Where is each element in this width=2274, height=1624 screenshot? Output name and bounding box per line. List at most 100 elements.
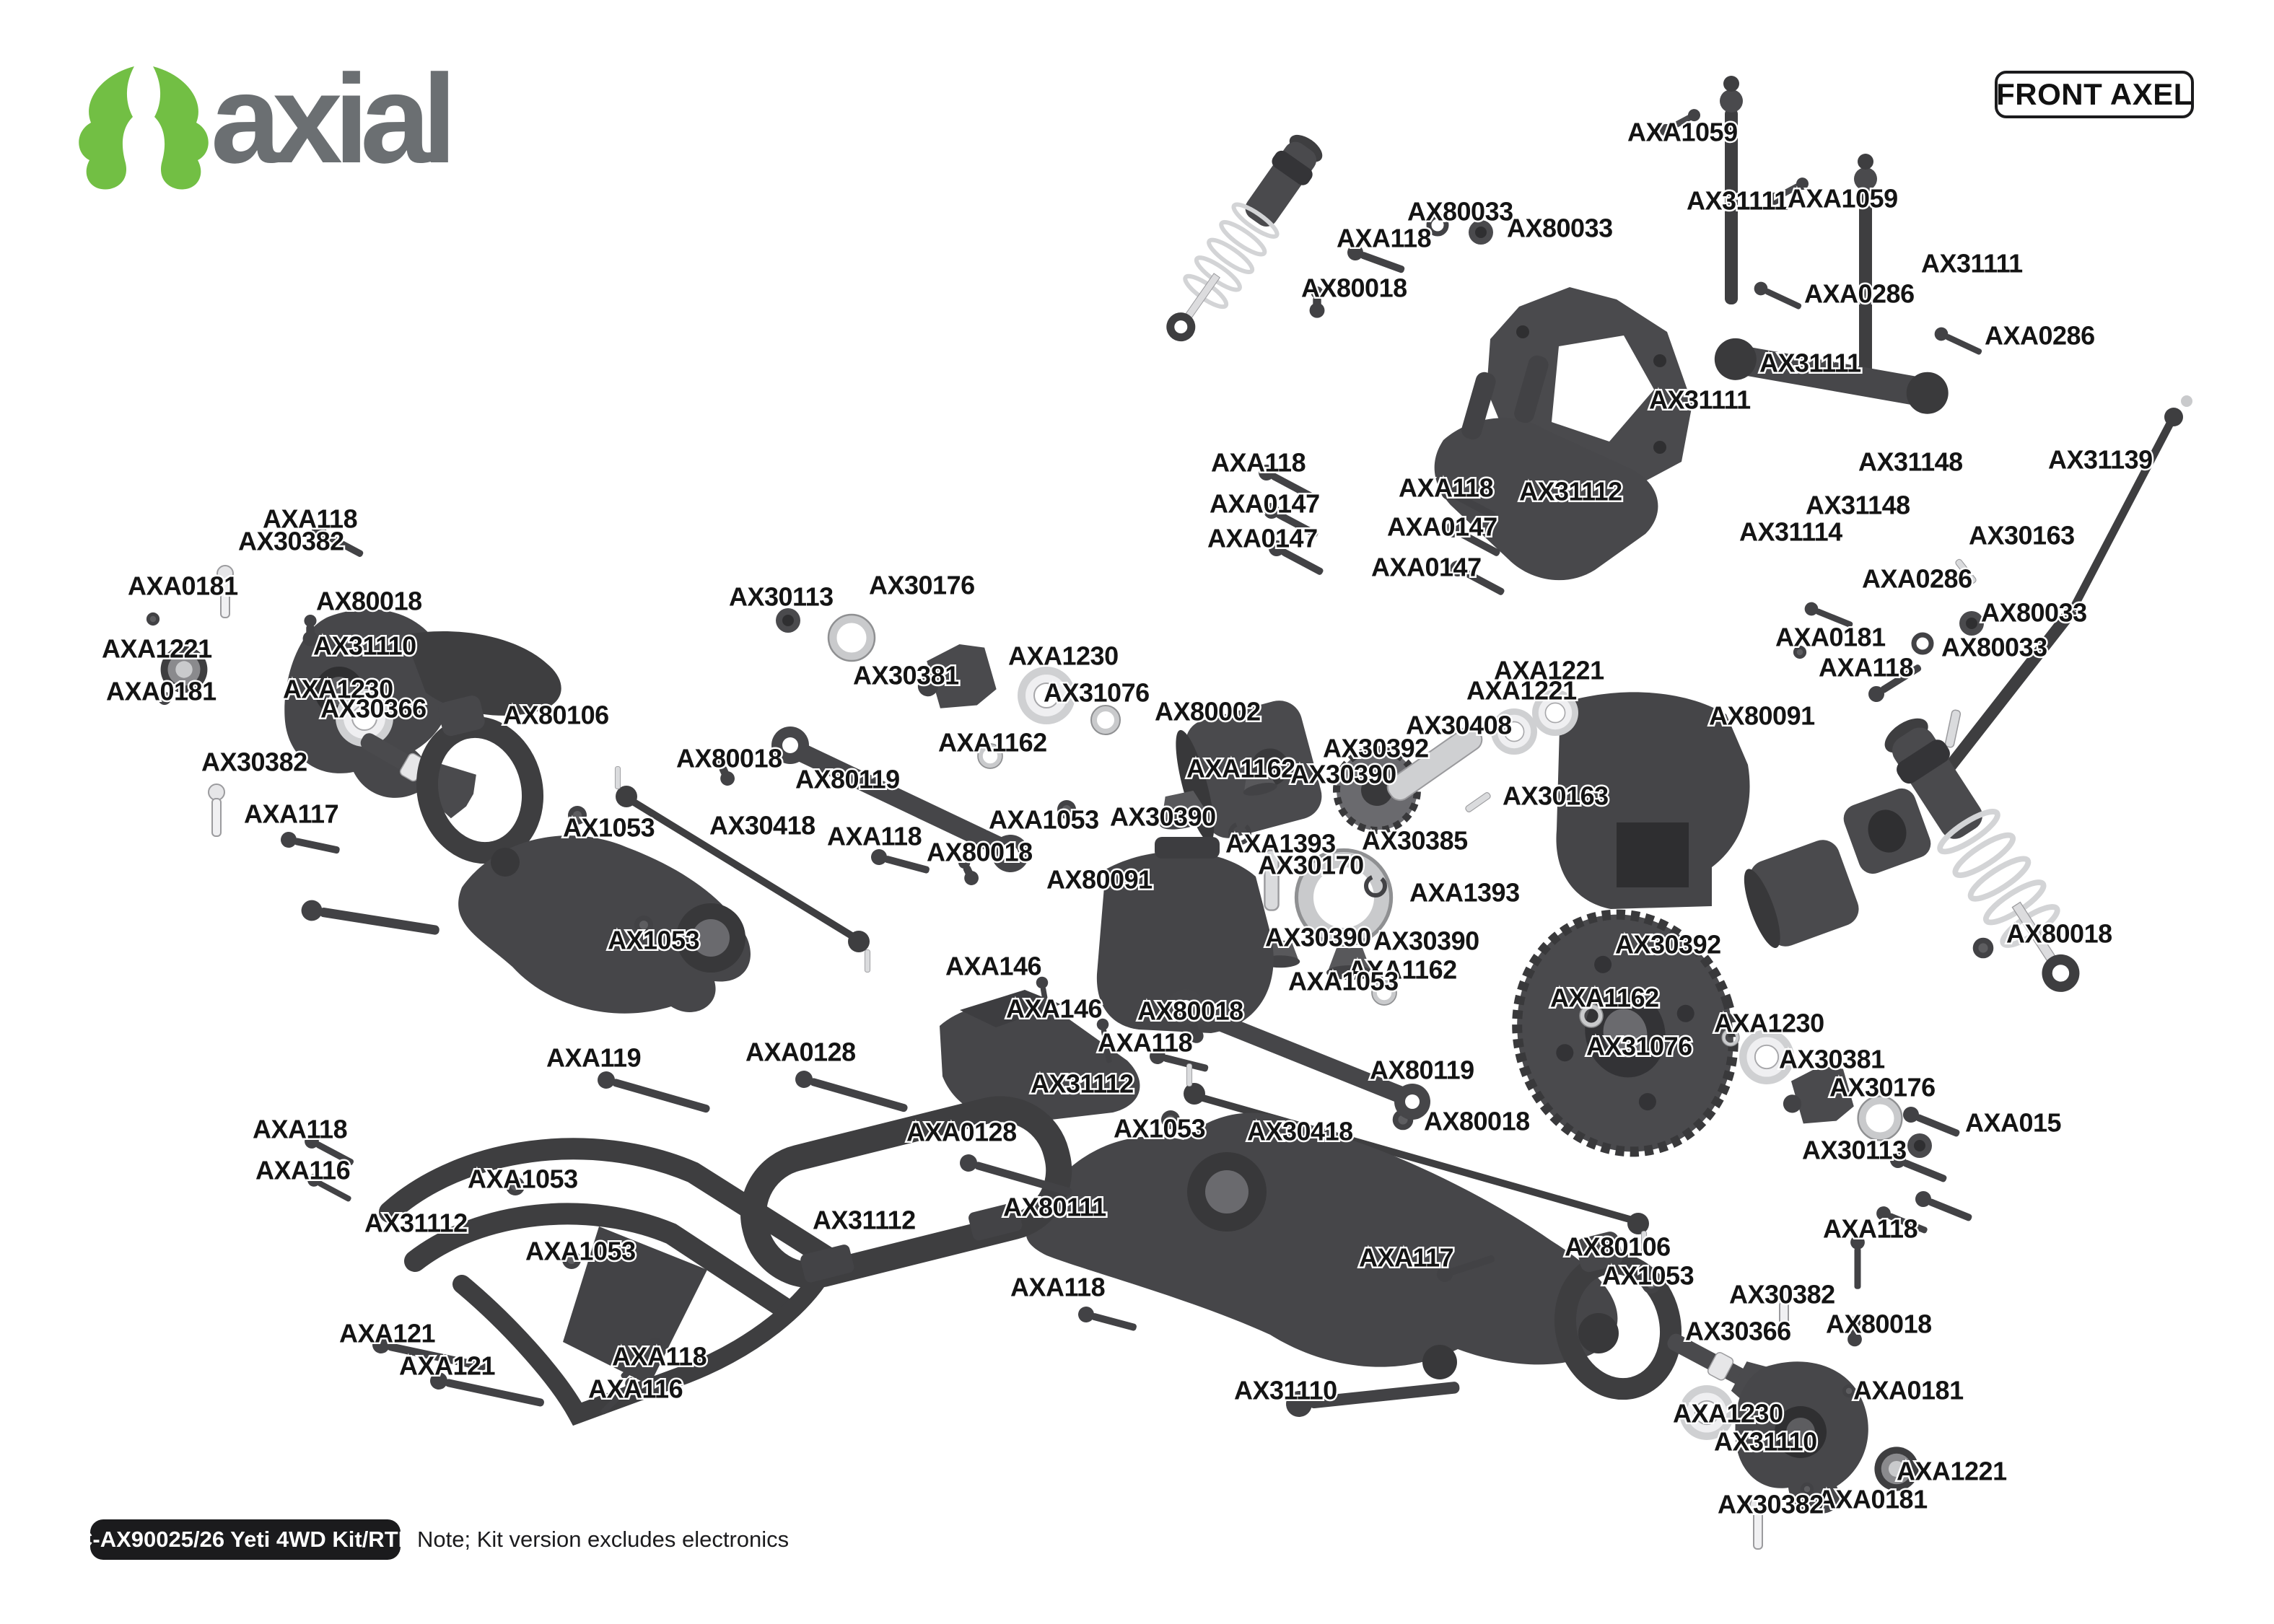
part-label-axa1221-30: AXA1221 xyxy=(1466,676,1577,706)
part-label-ax80018-73: AX80018 xyxy=(1137,996,1243,1026)
part-label-axa118-9: AXA118 xyxy=(1337,224,1431,253)
part-label-ax31111-6: AX31111 xyxy=(1759,348,1861,378)
part-label-ax30418-69: AX30418 xyxy=(1247,1117,1353,1146)
part-label-ax30382-85: AX30382 xyxy=(238,527,344,556)
pin-ax31148 xyxy=(1943,708,1962,749)
part-label-ax30382-109: AX30382 xyxy=(1718,1490,1824,1519)
part-label-ax30381-63: AX30381 xyxy=(1779,1045,1885,1074)
part-label-axa1053-113: AXA1053 xyxy=(468,1164,578,1194)
screw-axa0286-2 xyxy=(1932,325,1985,359)
brand-wordmark: axial xyxy=(211,49,449,190)
part-label-ax30392-59: AX30392 xyxy=(1615,930,1721,960)
oring-ax30176-left xyxy=(828,615,875,661)
part-label-ax31112-75: AX31112 xyxy=(1031,1069,1134,1099)
shaft-ax30408 xyxy=(1386,725,1483,802)
gear-station-ax31112 xyxy=(940,990,1140,1123)
stud-top-link-1 xyxy=(614,765,621,790)
part-label-ax80018-41: AX80018 xyxy=(676,744,782,773)
part-label-axa1230-105: AXA1230 xyxy=(1673,1399,1783,1428)
part-label-ax80033-10: AX80033 xyxy=(1407,197,1513,227)
part-label-ax1053-99: AX1053 xyxy=(1602,1261,1694,1291)
part-label-ax31114-21: AX31114 xyxy=(1739,517,1842,547)
part-label-ax30408-32: AX30408 xyxy=(1406,711,1512,740)
part-label-axa1162-60: AXA1162 xyxy=(1550,983,1659,1013)
screw-axa0128-1 xyxy=(793,1068,910,1118)
part-label-axa0128-83: AXA0128 xyxy=(745,1037,856,1067)
spur-gear-ax30392 xyxy=(1512,909,1739,1157)
part-label-ax80033-11: AX80033 xyxy=(1507,214,1613,243)
part-label-axa121-115: AXA121 xyxy=(339,1319,436,1348)
cone-ax30113-left xyxy=(776,608,800,633)
footer: C-AX90025/26 Yeti 4WD Kit/RTR Note; Kit … xyxy=(76,1519,789,1560)
part-label-axa1230-61: AXA1230 xyxy=(1714,1009,1824,1038)
part-label-axa0181-86: AXA0181 xyxy=(128,571,238,601)
body-post-left xyxy=(1720,76,1743,304)
brand-logo: axial xyxy=(79,49,458,190)
hingepin-ax31110-left xyxy=(299,898,441,942)
part-label-axa0147-18: AXA0147 xyxy=(1371,553,1482,582)
part-label-axa116-118: AXA116 xyxy=(588,1374,683,1404)
part-label-axa118-84: AXA118 xyxy=(263,504,357,534)
part-label-ax80018-68: AX80018 xyxy=(1424,1107,1530,1136)
parts-layer xyxy=(146,76,2192,1550)
diagram-title-badge: FRONT AXEL xyxy=(1995,71,2194,118)
part-label-axa0181-25: AXA0181 xyxy=(1775,623,1886,652)
gearbox-ax80091-left xyxy=(1096,837,1274,1033)
stud-bot-link-1 xyxy=(1186,1063,1193,1087)
shock-absorber-front xyxy=(1151,126,1333,354)
title-badge-text: FRONT AXEL xyxy=(1996,77,2192,111)
part-label-ax1053-77: AX1053 xyxy=(1114,1114,1205,1144)
part-label-axa1393-54: AXA1393 xyxy=(1409,878,1520,908)
part-label-ax31112-112: AX31112 xyxy=(364,1208,468,1238)
part-label-ax80033-26: AX80033 xyxy=(1981,598,2087,628)
part-label-axa1221-29: AXA1221 xyxy=(1494,656,1604,685)
cup-ax31114 xyxy=(1744,840,1859,948)
front-bumper-ax31112 xyxy=(379,1138,841,1426)
part-label-ax31112-8: AX31112 xyxy=(1519,477,1622,506)
part-label-axa1053-47: AXA1053 xyxy=(989,805,1099,835)
part-label-ax31139-22: AX31139 xyxy=(2048,445,2153,475)
screw-axa117-left xyxy=(279,830,341,859)
part-label-ax80119-67: AX80119 xyxy=(1370,1055,1474,1085)
part-label-ax1053-96: AX1053 xyxy=(608,926,699,955)
part-label-ax31111-7: AX31111 xyxy=(1649,385,1751,415)
part-label-axa118-13: AXA118 xyxy=(1211,448,1306,478)
part-label-axa118-44: AXA118 xyxy=(827,822,922,851)
part-label-ax31110-81: AX31110 xyxy=(1234,1376,1337,1405)
part-label-ax80091-31: AX80091 xyxy=(1709,701,1815,731)
part-label-ax30113-65: AX30113 xyxy=(1802,1136,1907,1165)
part-label-ax30385-53: AX30385 xyxy=(1362,826,1468,856)
drag-link-ax30418-top xyxy=(616,786,870,952)
part-label-axa121-116: AXA121 xyxy=(399,1351,496,1381)
carrier-ax80091-right xyxy=(1556,692,1750,909)
title-badge-frame xyxy=(1995,71,2194,118)
part-label-axa1162-38: AXA1162 xyxy=(938,728,1047,758)
part-label-axa117-94: AXA117 xyxy=(244,799,338,829)
part-label-axa118-102: AXA118 xyxy=(1823,1214,1917,1244)
part-label-axa146-71: AXA146 xyxy=(945,952,1041,981)
part-label-ax30392-58: AX30392 xyxy=(1323,734,1429,763)
part-label-ax30382-101: AX30382 xyxy=(1729,1280,1835,1309)
part-label-axa1053-114: AXA1053 xyxy=(525,1237,636,1266)
part-label-axa146-72: AXA146 xyxy=(1006,994,1102,1024)
screw-r2 xyxy=(1912,1188,1975,1226)
part-label-axa118-28: AXA118 xyxy=(1819,653,1913,682)
part-label-axa1230-36: AXA1230 xyxy=(1008,641,1119,671)
part-label-ax30390-49: AX30390 xyxy=(1290,760,1396,789)
nut-axa0181-l1 xyxy=(146,612,160,626)
part-label-ax80018-120: AX80018 xyxy=(2006,919,2112,949)
part-label-axa1053-97: AXA1053 xyxy=(1288,967,1399,996)
part-label-ax31076-62: AX31076 xyxy=(1586,1032,1692,1061)
part-label-ax30176-64: AX30176 xyxy=(1829,1073,1936,1102)
part-label-axa0147-17: AXA0147 xyxy=(1387,512,1497,542)
part-label-ax31111-3: AX31111 xyxy=(1921,249,2023,278)
part-label-axa1162-57: AXA1162 xyxy=(1348,955,1457,985)
washer-ax80033-2 xyxy=(1914,635,1931,652)
part-label-axa0147-15: AXA0147 xyxy=(1207,524,1318,553)
part-label-axa1059-0: AXA1059 xyxy=(1627,118,1738,147)
part-label-ax80018-45: AX80018 xyxy=(927,838,1033,867)
part-label-axa0181-90: AXA0181 xyxy=(106,677,217,706)
footer-note: Note; Kit version excludes electronics xyxy=(417,1527,789,1552)
axial-emblem-icon xyxy=(79,66,209,190)
